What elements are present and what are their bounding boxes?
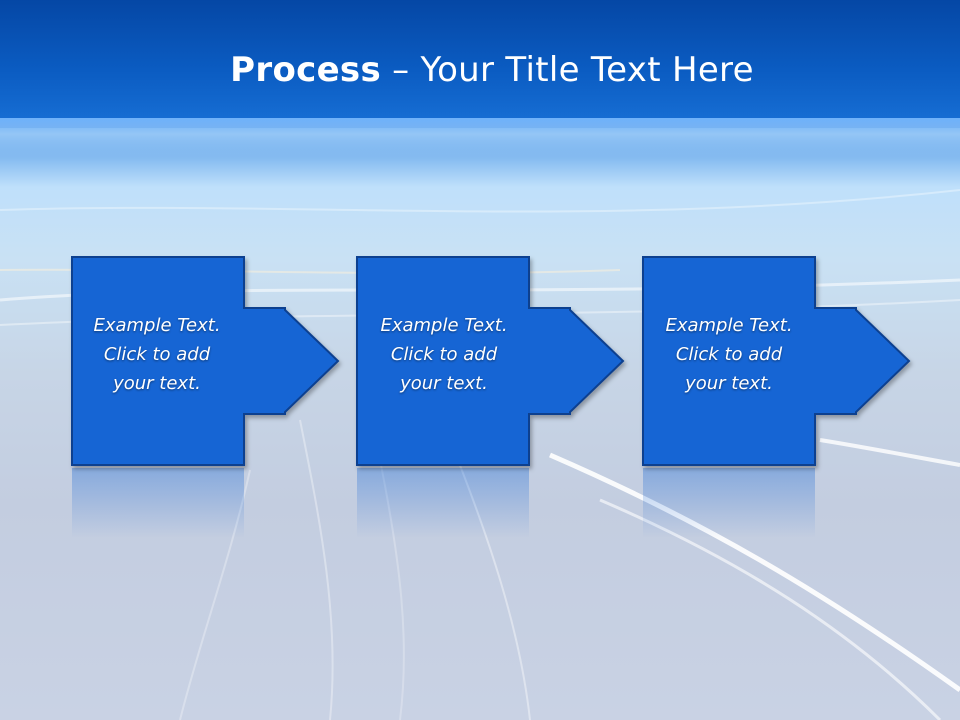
step-3-line-3: your text. <box>685 373 773 394</box>
step-1-line-3: your text. <box>113 373 201 394</box>
title-bar <box>0 0 960 128</box>
slide-title: Process – Your Title Text Here <box>0 50 960 90</box>
step-3-text[interactable]: Example Text. Click to add your text. <box>642 311 816 398</box>
step-2-reflection <box>357 468 529 538</box>
step-3-line-2: Click to add <box>675 344 783 365</box>
step-3-reflection <box>643 468 815 538</box>
header-glow <box>0 118 960 158</box>
title-bold: Process <box>230 50 382 90</box>
step-1-line-1: Example Text. <box>93 315 221 336</box>
step-3-line-1: Example Text. <box>665 315 793 336</box>
step-1-text[interactable]: Example Text. Click to add your text. <box>70 311 244 398</box>
step-2-text[interactable]: Example Text. Click to add your text. <box>357 311 531 398</box>
step-2-line-1: Example Text. <box>380 315 508 336</box>
step-2-line-3: your text. <box>400 373 488 394</box>
step-3-shape[interactable] <box>642 256 911 466</box>
step-2-line-2: Click to add <box>390 344 498 365</box>
step-2-shape[interactable] <box>356 256 625 466</box>
step-1-shape[interactable] <box>71 256 340 466</box>
title-rest: – Your Title Text Here <box>381 50 754 90</box>
step-1-line-2: Click to add <box>103 344 211 365</box>
step-1-reflection <box>72 468 244 538</box>
